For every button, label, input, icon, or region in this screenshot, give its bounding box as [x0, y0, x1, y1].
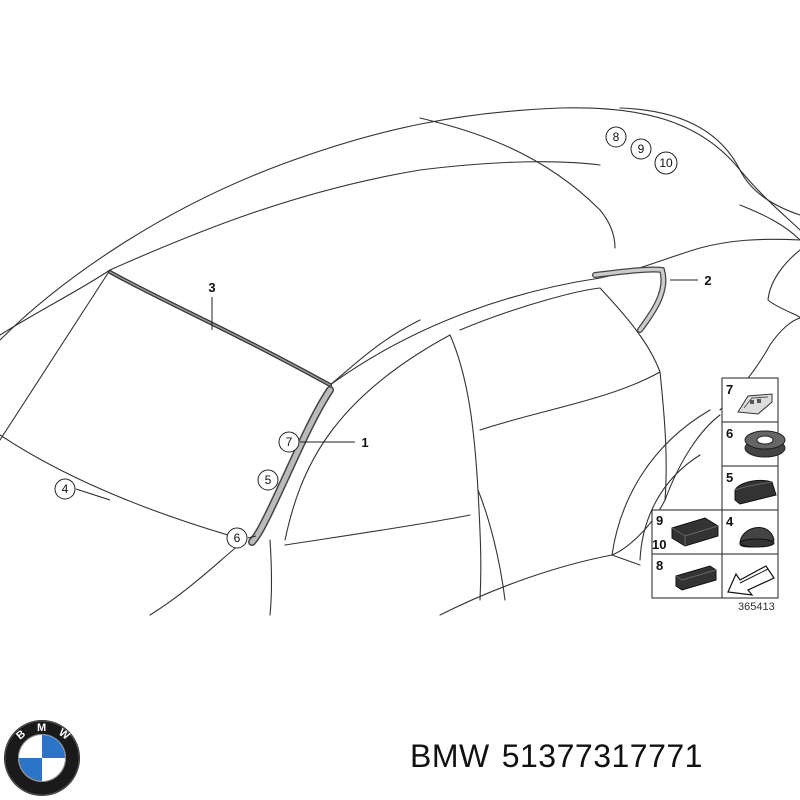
svg-text:4: 4 [62, 482, 69, 496]
part-caption: BMW 51377317771 [410, 738, 715, 775]
callout-7: 7 [278, 431, 300, 453]
legend-num-10: 10 [652, 537, 666, 552]
callout-4: 4 [54, 478, 76, 500]
callout-10: 10 [654, 151, 678, 175]
strip-part-icon [675, 565, 717, 591]
logo-letter-m: M [37, 722, 46, 734]
callout-8: 8 [605, 126, 627, 148]
car-outline [0, 107, 800, 616]
dome-part-icon [739, 527, 775, 548]
legend-num-5: 5 [726, 470, 733, 485]
part-number: 51377317771 [501, 738, 703, 774]
leader-lines [75, 279, 698, 539]
svg-text:9: 9 [638, 142, 645, 156]
brand-name: BMW [410, 738, 490, 774]
callout-1: 1 [361, 435, 368, 450]
callout-5: 5 [257, 469, 279, 491]
legend-num-7: 7 [726, 382, 733, 397]
legend-num-4: 4 [726, 514, 734, 529]
bmw-logo: B M W [4, 720, 80, 796]
svg-text:6: 6 [234, 531, 241, 545]
svg-text:7: 7 [286, 435, 293, 449]
callout-3: 3 [208, 280, 215, 295]
clip-part-icon [737, 393, 773, 415]
pad-part-icon [734, 479, 777, 505]
callout-2: 2 [704, 273, 711, 288]
callout-6: 6 [226, 527, 248, 549]
legend-num-8: 8 [656, 558, 663, 573]
svg-text:10: 10 [659, 156, 673, 170]
grommet-part-icon [744, 430, 786, 458]
legend-num-9: 9 [656, 513, 663, 528]
figure-number: 365413 [738, 601, 775, 613]
svg-text:5: 5 [265, 473, 272, 487]
block-part-icon [671, 517, 719, 547]
callout-9: 9 [630, 138, 652, 160]
arrow-icon [727, 565, 775, 596]
legend-num-6: 6 [726, 426, 733, 441]
svg-text:8: 8 [613, 130, 620, 144]
